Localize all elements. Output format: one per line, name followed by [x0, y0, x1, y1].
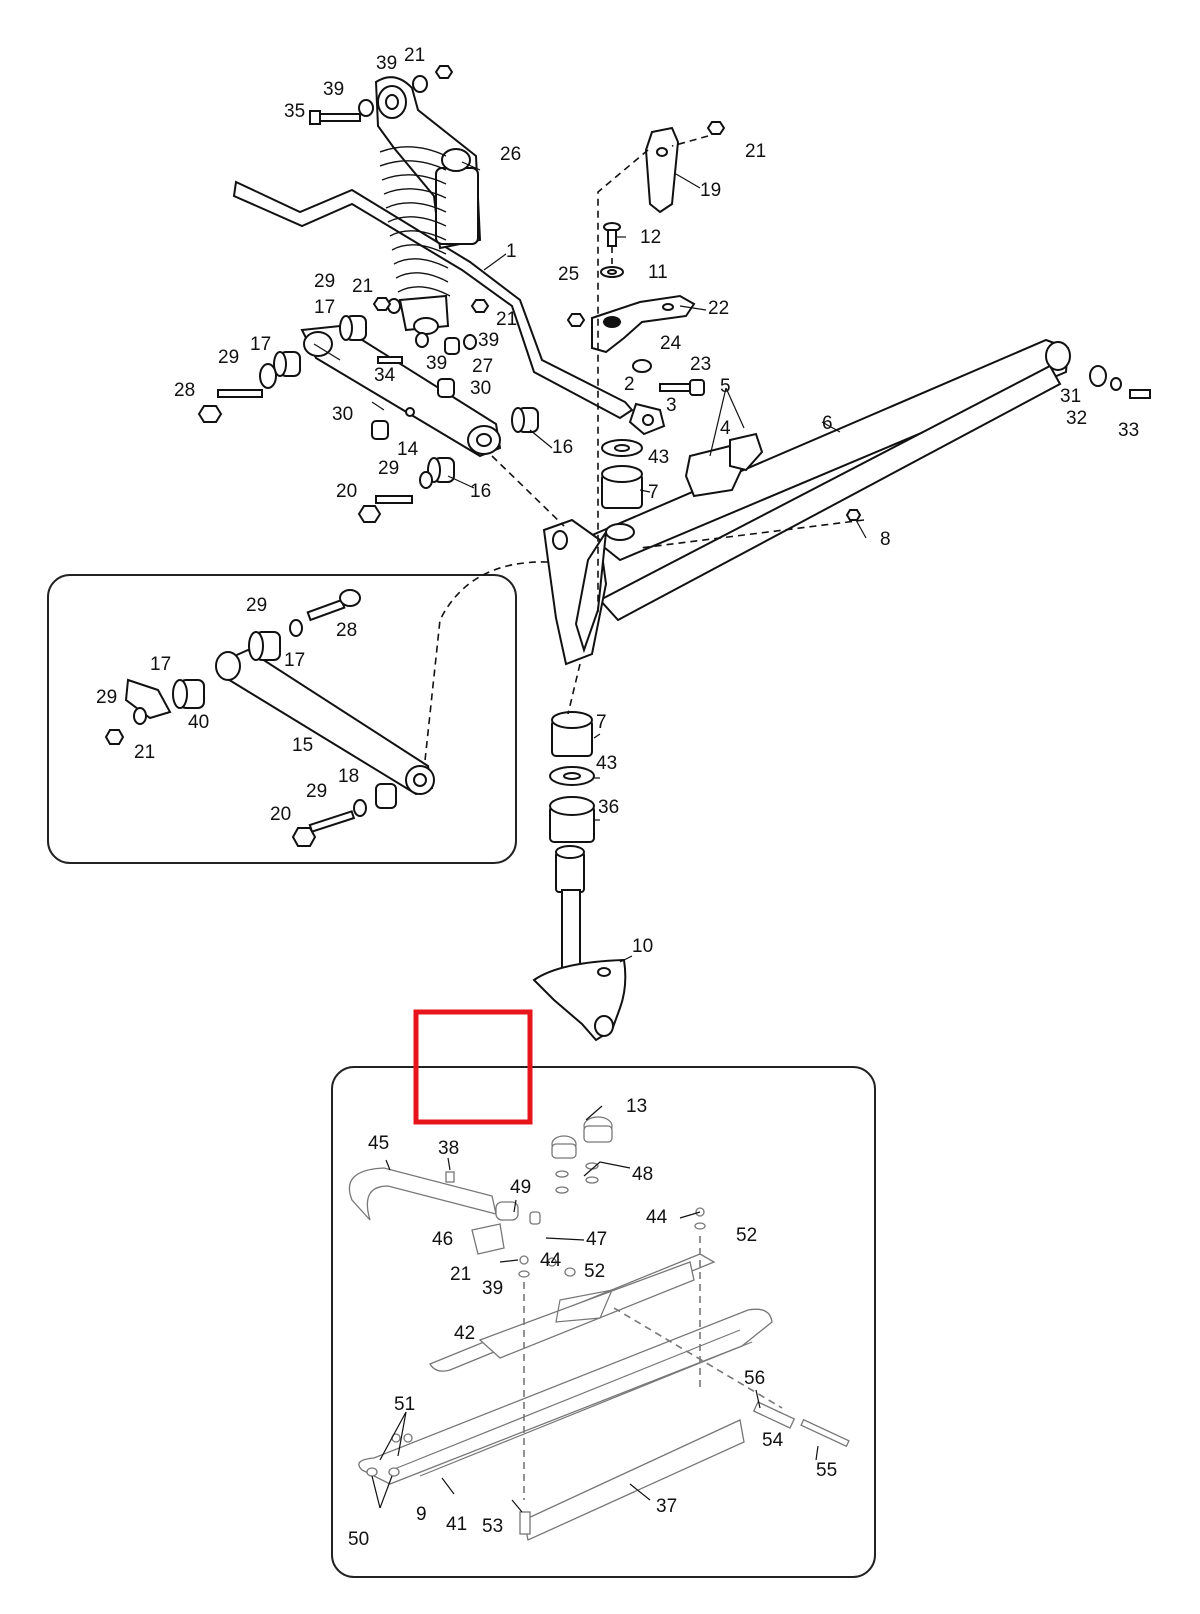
part-label: 39 [376, 53, 397, 74]
lever-22 [591, 294, 696, 354]
part-label: 28 [336, 620, 357, 641]
part-label: 34 [374, 365, 396, 386]
assembly-lines [423, 135, 865, 771]
part-label: 31 [1060, 386, 1081, 407]
part-label: 54 [762, 1430, 784, 1451]
part-label: 50 [348, 1529, 369, 1550]
part-label: 17 [284, 650, 305, 671]
part-label: 40 [188, 712, 209, 733]
part-label: 43 [648, 447, 669, 468]
part-label: 28 [174, 380, 195, 401]
part-label: 21 [404, 45, 425, 66]
part-label: 21 [352, 276, 373, 297]
part-label: 29 [96, 687, 117, 708]
part-label: 53 [482, 1516, 503, 1537]
part-label: 11 [648, 262, 668, 283]
part-label: 33 [1118, 420, 1139, 441]
part-label: 13 [626, 1096, 647, 1117]
part-label: 55 [816, 1460, 837, 1481]
part-label: 17 [314, 297, 335, 318]
part-label: 30 [470, 378, 491, 399]
spindle-assembly [532, 711, 627, 1042]
part-label: 21 [450, 1264, 471, 1285]
part-label: 45 [368, 1133, 389, 1154]
sway-bar [232, 180, 634, 420]
part-label: 42 [454, 1323, 475, 1344]
part-label: 21 [496, 309, 517, 330]
part-label: 49 [510, 1177, 531, 1198]
part-label: 44 [646, 1207, 668, 1228]
part-label: 32 [1066, 408, 1087, 429]
part-label: 22 [708, 298, 729, 319]
part-label: 15 [292, 735, 313, 756]
part-label: 25 [558, 264, 579, 285]
part-label: 39 [482, 1278, 503, 1299]
part-label: 21 [745, 141, 766, 162]
part-label: 20 [270, 804, 291, 825]
part-label: 16 [552, 437, 573, 458]
part-label: 5 [720, 376, 731, 397]
part-label: 47 [586, 1229, 607, 1250]
part-label: 4 [720, 418, 731, 439]
part-label: 21 [134, 742, 155, 763]
part-label: 43 [596, 753, 617, 774]
part-label: 6 [822, 413, 833, 434]
part-label: 39 [426, 353, 447, 374]
fasteners [197, 65, 1151, 523]
part-label: 24 [660, 333, 682, 354]
part-label: 23 [690, 354, 711, 375]
part-label: 27 [472, 356, 493, 377]
part-label: 29 [218, 347, 239, 368]
part-label: 9 [416, 1504, 427, 1525]
part-label: 37 [656, 1496, 677, 1517]
ski-inset-frame [331, 1066, 876, 1578]
part-number-labels: 39 21 39 35 26 21 19 12 11 1 25 22 29 21… [96, 45, 1139, 1550]
part-label: 35 [284, 101, 305, 122]
highlight-box [413, 1009, 533, 1125]
part-label: 7 [648, 482, 659, 503]
part-label: 52 [584, 1261, 605, 1282]
link-15 [104, 589, 435, 847]
part-label: 8 [880, 529, 891, 550]
part-label: 17 [150, 654, 171, 675]
part-label: 26 [500, 144, 521, 165]
part-label: 51 [394, 1394, 415, 1415]
part-label: 1 [506, 241, 517, 262]
part-label: 44 [540, 1250, 562, 1271]
part-label: 19 [700, 180, 721, 201]
a-arm-6 [542, 338, 1071, 666]
part-label: 46 [432, 1229, 453, 1250]
part-label: 56 [744, 1368, 765, 1389]
part-label: 39 [478, 330, 499, 351]
part-label: 18 [338, 766, 359, 787]
part-label: 38 [438, 1138, 459, 1159]
link-inset-frame [47, 574, 517, 864]
part-label: 41 [446, 1514, 467, 1535]
part-label: 52 [736, 1225, 757, 1246]
part-label: 39 [323, 79, 344, 100]
part-label: 7 [596, 712, 607, 733]
part-label: 14 [397, 439, 419, 460]
part-label: 16 [470, 481, 491, 502]
link-arm-14 [300, 324, 502, 458]
shock-absorber [374, 76, 482, 335]
part-label: 3 [666, 395, 677, 416]
leader-lines [313, 161, 867, 1513]
part-label: 10 [632, 936, 653, 957]
ski-assembly [348, 1116, 850, 1541]
bracket-19 [644, 126, 680, 214]
part-label: 36 [598, 797, 619, 818]
part-label: 29 [314, 271, 335, 292]
part-label: 2 [624, 374, 635, 395]
part-label: 12 [640, 227, 661, 248]
part-label: 29 [378, 458, 399, 479]
part-label: 48 [632, 1164, 653, 1185]
part-label: 29 [306, 781, 327, 802]
part-label: 29 [246, 595, 267, 616]
part-label: 20 [336, 481, 357, 502]
part-label: 17 [250, 334, 271, 355]
part-label: 30 [332, 404, 353, 425]
